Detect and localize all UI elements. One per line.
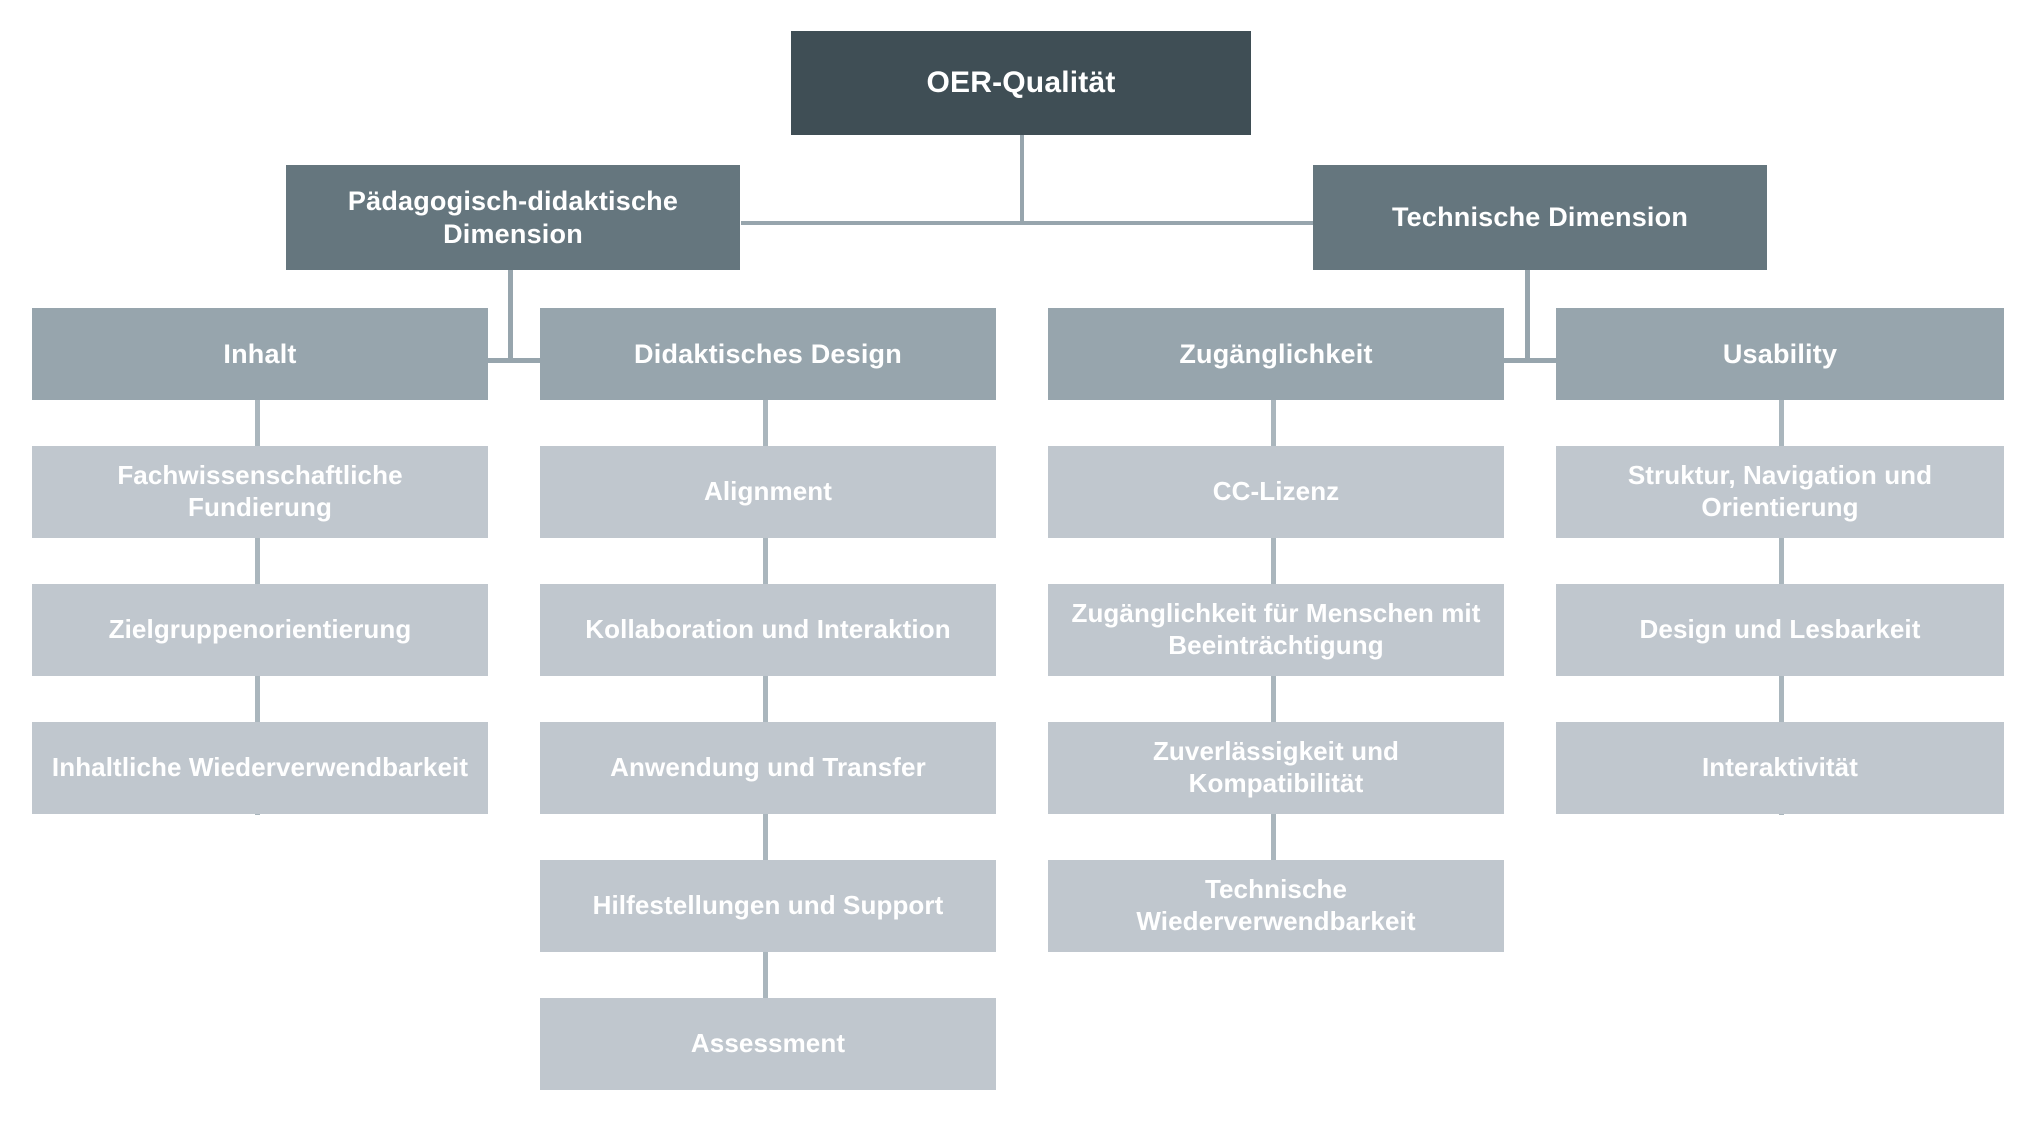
leaf-didaktisches-design-4[interactable]: Hilfestellungen und Support [540, 860, 996, 952]
node-category-didaktisches-design[interactable]: Didaktisches Design [540, 308, 996, 400]
node-label: OER-Qualität [926, 65, 1116, 99]
node-label: Inhaltliche Wiederverwendbarkeit [51, 752, 469, 783]
node-label: Assessment [690, 1028, 846, 1059]
node-label: CC-Lizenz [1212, 476, 1340, 507]
connector-left-category-bar [486, 358, 542, 363]
leaf-usability-2[interactable]: Design und Lesbarkeit [1556, 584, 2004, 676]
node-label: Zielgruppenorientierung [108, 614, 412, 645]
node-dimension-technische[interactable]: Technische Dimension [1313, 165, 1767, 270]
leaf-zugaenglichkeit-3[interactable]: Zuverlässigkeit und Kompatibilität [1048, 722, 1504, 814]
node-label: Zuverlässigkeit und Kompatibilität [1152, 736, 1400, 798]
node-label: Anwendung und Transfer [610, 752, 926, 783]
node-label: Inhalt [223, 338, 297, 369]
node-label: Interaktivität [1701, 752, 1858, 783]
node-label: Kollaboration und Interaktion [585, 614, 951, 645]
leaf-didaktisches-design-2[interactable]: Kollaboration und Interaktion [540, 584, 996, 676]
connector-dimension-bar [741, 221, 1313, 225]
leaf-inhalt-2[interactable]: Zielgruppenorientierung [32, 584, 488, 676]
leaf-inhalt-3[interactable]: Inhaltliche Wiederverwendbarkeit [32, 722, 488, 814]
node-root-oer-qualitaet[interactable]: OER-Qualität [791, 31, 1251, 135]
leaf-zugaenglichkeit-4[interactable]: Technische Wiederverwendbarkeit [1048, 860, 1504, 952]
node-label: Fachwissenschaftliche Fundierung [117, 460, 403, 522]
leaf-usability-1[interactable]: Struktur, Navigation und Orientierung [1556, 446, 2004, 538]
connector-column-3-spine [1271, 400, 1276, 952]
connector-right-dimension-stem [1525, 270, 1530, 362]
node-label: Hilfestellungen und Support [592, 890, 944, 921]
node-label: Zugänglichkeit [1179, 338, 1373, 369]
node-label: Technische Dimension [1391, 202, 1689, 233]
node-category-zugaenglichkeit[interactable]: Zugänglichkeit [1048, 308, 1504, 400]
leaf-zugaenglichkeit-2[interactable]: Zugänglichkeit für Menschen mit Beeinträ… [1048, 584, 1504, 676]
node-dimension-paedagogisch-didaktisch[interactable]: Pädagogisch-didaktische Dimension [286, 165, 740, 270]
node-label: Zugänglichkeit für Menschen mit Beeinträ… [1071, 598, 1481, 660]
node-label: Alignment [703, 476, 832, 507]
leaf-usability-3[interactable]: Interaktivität [1556, 722, 2004, 814]
node-label: Technische Wiederverwendbarkeit [1136, 874, 1416, 936]
leaf-inhalt-1[interactable]: Fachwissenschaftliche Fundierung [32, 446, 488, 538]
node-label: Struktur, Navigation und Orientierung [1627, 460, 1933, 522]
leaf-didaktisches-design-1[interactable]: Alignment [540, 446, 996, 538]
node-label: Didaktisches Design [634, 338, 902, 369]
leaf-didaktisches-design-3[interactable]: Anwendung und Transfer [540, 722, 996, 814]
node-label: Usability [1722, 338, 1838, 369]
connector-right-category-bar [1503, 358, 1559, 363]
node-label: Pädagogisch-didaktische Dimension [347, 185, 679, 249]
node-label: Design und Lesbarkeit [1639, 614, 1921, 645]
connector-left-dimension-stem [508, 270, 513, 362]
node-category-usability[interactable]: Usability [1556, 308, 2004, 400]
node-category-inhalt[interactable]: Inhalt [32, 308, 488, 400]
leaf-didaktisches-design-5[interactable]: Assessment [540, 998, 996, 1090]
connector-root-stem [1020, 135, 1024, 223]
leaf-zugaenglichkeit-1[interactable]: CC-Lizenz [1048, 446, 1504, 538]
